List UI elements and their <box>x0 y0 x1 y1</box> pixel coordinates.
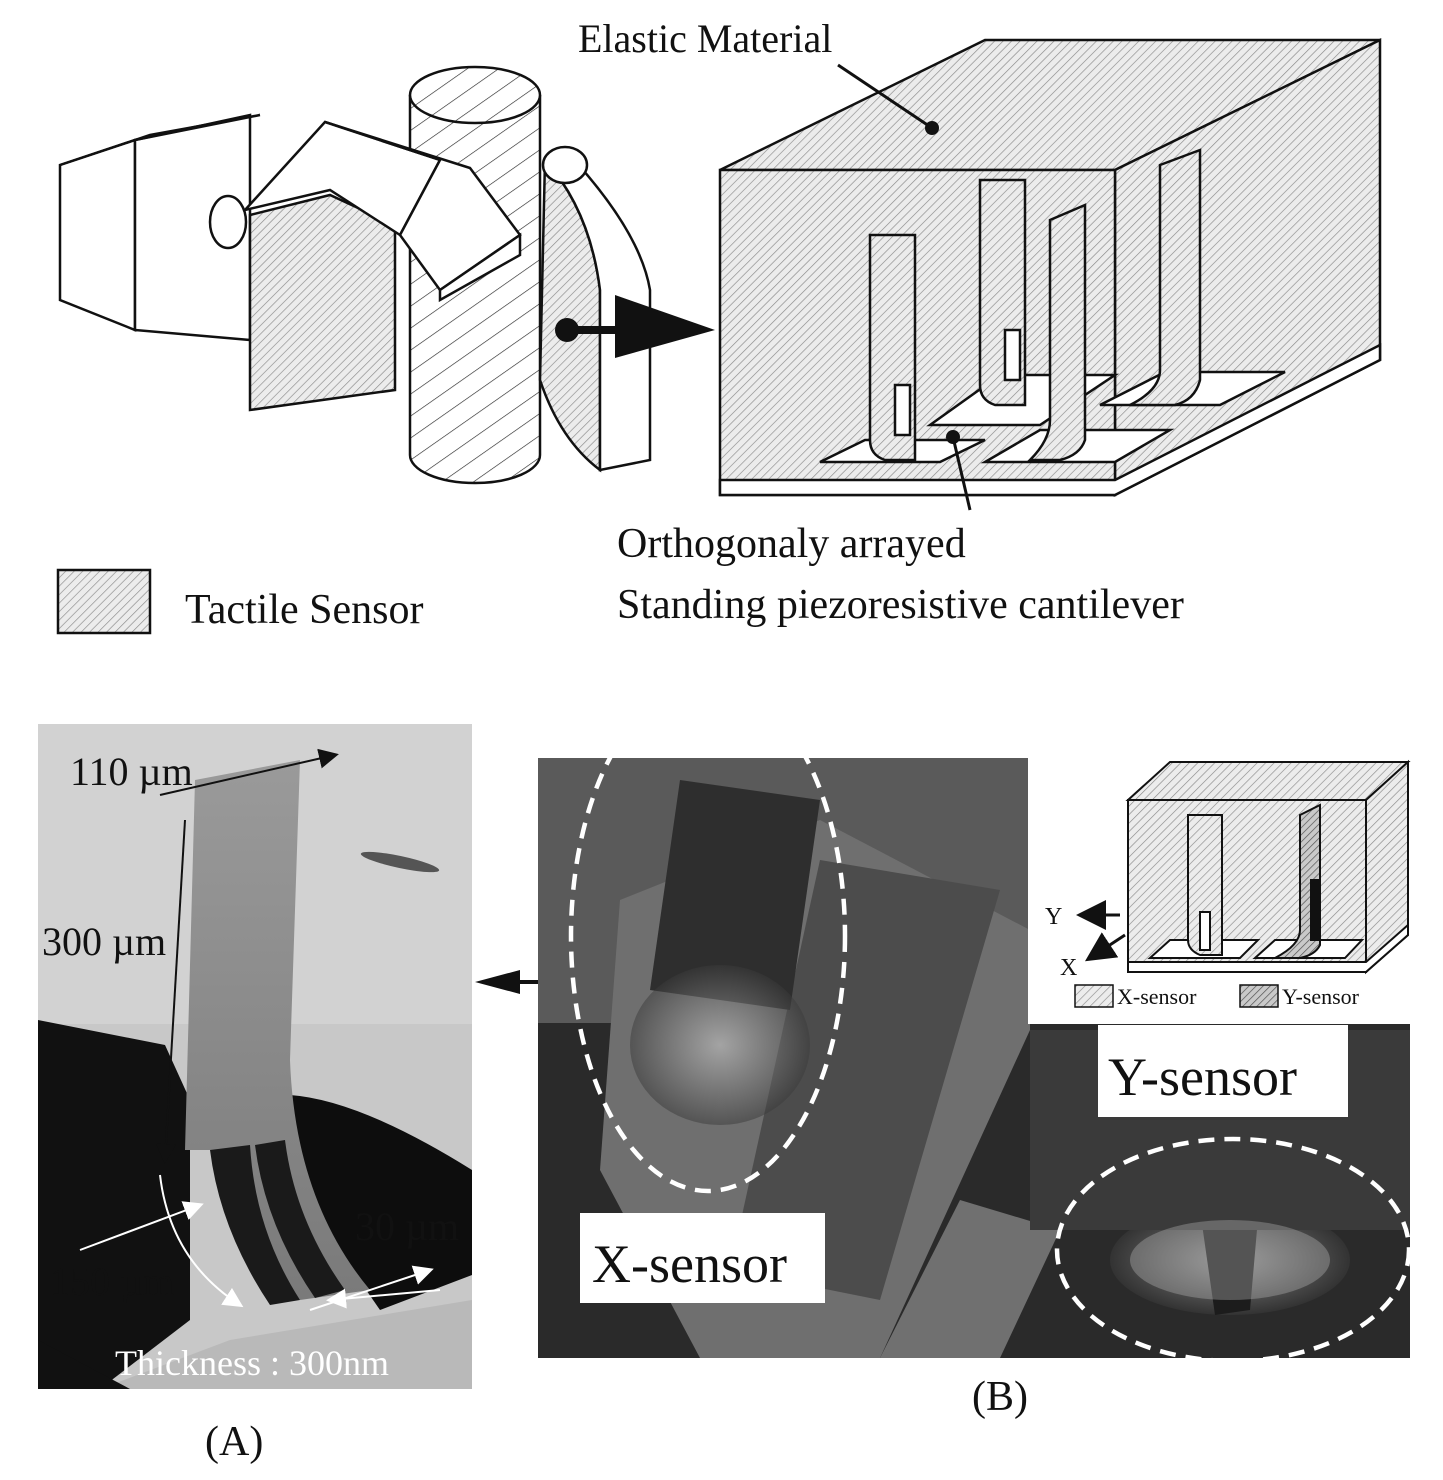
cantilever-3 <box>1026 203 1087 462</box>
inset-x-cantilever <box>1187 814 1223 956</box>
elastic-material-label: Elastic Material <box>578 16 832 61</box>
dim-bend-label: 150 µm <box>50 1259 174 1304</box>
dim-height-label: 300 µm <box>42 919 166 964</box>
finger-illustration <box>58 65 652 485</box>
y-sensor-label: Y-sensor <box>1108 1047 1297 1107</box>
elastic-leader <box>837 63 933 130</box>
panel-a-photo <box>38 724 472 1389</box>
y-sensor-highlight <box>1054 1136 1412 1364</box>
inset-legend-x-label: X-sensor <box>1117 984 1197 1009</box>
inset-legend-x-swatch <box>1074 984 1114 1008</box>
inset-legend-y-label: Y-sensor <box>1282 984 1360 1009</box>
inset-axes <box>1076 900 1126 962</box>
bone-cylinder <box>408 95 542 485</box>
inset-axis-x: X <box>1060 955 1077 981</box>
panel-a-caption: (A) <box>205 1419 263 1465</box>
inset-y-cantilever <box>1274 803 1321 959</box>
thickness-label: Thickness : 300nm <box>115 1343 389 1383</box>
inset-axis-y: Y <box>1045 904 1062 930</box>
dim-width-label: 110 µm <box>70 749 193 794</box>
dim-strip-label: 30 µm <box>355 1204 459 1249</box>
cantilever-leader <box>951 436 972 511</box>
x-sensor-highlight <box>568 678 848 1194</box>
panel-a-dimensions <box>155 748 339 1164</box>
orthogonal-label-line2: Standing piezoresistive cantilever <box>617 582 1184 628</box>
orthogonal-label-line1: Orthogonaly arrayed <box>617 521 966 567</box>
magnify-arrow <box>555 295 715 358</box>
x-sensor-label: X-sensor <box>592 1234 787 1294</box>
legend-swatch-tactile <box>56 568 152 635</box>
tactile-sensor-pad-left <box>248 193 397 412</box>
panel-b-caption: (B) <box>972 1374 1028 1420</box>
cantilever-array <box>868 148 1202 462</box>
inset-diagram <box>1125 759 1411 975</box>
legend-tactile-label: Tactile Sensor <box>185 587 424 633</box>
cantilever-4 <box>1129 148 1202 407</box>
x-sensor-label-box <box>580 1213 825 1303</box>
y-sensor-label-box <box>1098 1025 1348 1117</box>
inset-legend-y-swatch <box>1239 984 1279 1008</box>
